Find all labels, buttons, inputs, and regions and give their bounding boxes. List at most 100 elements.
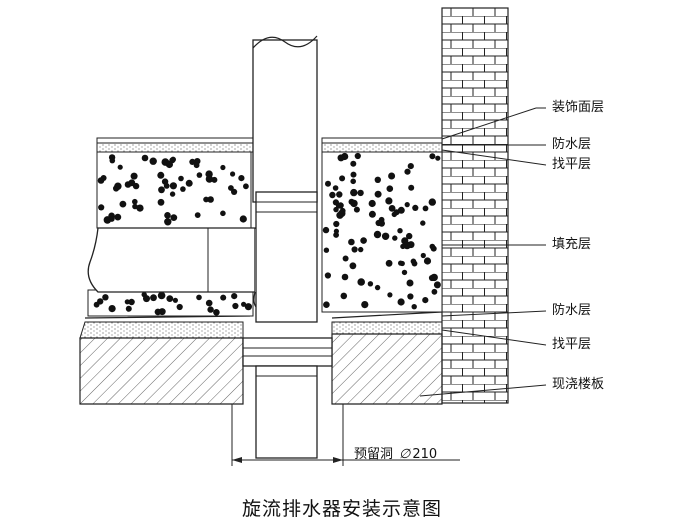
- leader-decor: [441, 107, 537, 140]
- dimension-value: 210: [412, 447, 438, 462]
- diameter-symbol: ∅: [399, 447, 411, 462]
- label-leveling-bottom: 找平层: [552, 337, 592, 352]
- aggregate-dot: [230, 171, 236, 177]
- aggregate-dot: [351, 246, 358, 253]
- aggregate-dot: [245, 304, 252, 311]
- diagram-caption: 旋流排水器安装示意图: [241, 498, 442, 520]
- aggregate-dot: [420, 252, 426, 259]
- aggregate-dot: [161, 178, 169, 185]
- aggregate-dot: [388, 172, 396, 180]
- aggregate-dot: [397, 298, 405, 306]
- concrete-slab: [79, 337, 244, 405]
- aggregate-dot: [423, 257, 432, 265]
- aggregate-dot: [170, 214, 178, 222]
- aggregate-dot: [128, 179, 136, 187]
- riser-pipe-break: [252, 35, 318, 49]
- aggregate-dot: [386, 185, 394, 192]
- aggregate-dot: [220, 294, 227, 301]
- aggregate-dot: [368, 199, 376, 208]
- aggregate-dot: [207, 196, 214, 203]
- aggregate-dot: [401, 269, 408, 276]
- aggregate-dot: [232, 302, 239, 310]
- aggregate-dot: [169, 191, 176, 197]
- leader-leveling-bottom: [441, 329, 547, 346]
- dimension-text: 预留洞: [354, 447, 394, 462]
- aggregate-dot: [113, 185, 120, 192]
- aggregate-dot: [358, 246, 364, 253]
- label-fill-layer: 填充层: [552, 237, 592, 252]
- aggregate-dot: [406, 279, 414, 287]
- top-leveling-layer-left: [96, 142, 254, 153]
- aggregate-dot: [361, 301, 369, 309]
- aggregate-dot: [108, 216, 115, 222]
- aggregate-dot: [164, 218, 172, 226]
- aggregate-dot: [429, 153, 436, 160]
- aggregate-dot: [207, 306, 214, 313]
- aggregate-dot: [119, 200, 127, 208]
- aggregate-dot: [220, 164, 226, 171]
- aggregate-dot: [404, 202, 410, 208]
- aggregate-dot: [149, 157, 157, 165]
- aggregate-dot: [243, 183, 249, 190]
- aggregate-dot: [124, 299, 130, 305]
- slab-sleeve: [242, 337, 333, 367]
- aggregate-dot: [241, 301, 247, 307]
- aggregate-dot: [125, 305, 132, 312]
- fill-aggregate-dots: [93, 152, 441, 316]
- fill-area-right: [321, 151, 443, 313]
- aggregate-dot: [398, 260, 404, 266]
- aggregate-dot: [339, 207, 346, 214]
- aggregate-dot: [401, 237, 409, 245]
- leader-leveling-top: [441, 149, 547, 166]
- aggregate-dot: [348, 238, 355, 246]
- aggregate-dot: [172, 297, 178, 303]
- aggregate-dot: [333, 228, 339, 234]
- aggregate-dot: [132, 203, 138, 210]
- aggregate-dot: [357, 189, 364, 197]
- aggregate-dot: [205, 299, 213, 307]
- aggregate-dot: [158, 186, 165, 194]
- aggregate-dot: [341, 273, 349, 281]
- aggregate-dot: [196, 172, 203, 178]
- horizontal-branch-pipe: [87, 227, 256, 293]
- aggregate-dot: [336, 191, 343, 198]
- aggregate-dot: [342, 255, 349, 262]
- aggregate-dot: [430, 273, 438, 282]
- aggregate-dot: [431, 288, 438, 295]
- aggregate-dot: [407, 293, 414, 300]
- riser-pipe-lower: [255, 365, 318, 459]
- aggregate-dot: [109, 157, 116, 164]
- aggregate-dot: [98, 204, 105, 211]
- aggregate-dot: [350, 188, 358, 197]
- aggregate-dot: [392, 235, 398, 241]
- brick-wall: [441, 7, 509, 404]
- aggregate-dot: [374, 284, 381, 291]
- aggregate-dot: [397, 228, 403, 234]
- aggregate-dot: [194, 212, 201, 219]
- aggregate-dot: [329, 191, 336, 199]
- top-decor-layer-right: [321, 137, 443, 144]
- aggregate-dot: [180, 186, 186, 192]
- aggregate-dot: [157, 198, 165, 206]
- aggregate-dot: [408, 184, 415, 191]
- concrete-slab-right: [331, 333, 443, 405]
- aggregate-dot: [143, 295, 150, 303]
- aggregate-dot: [404, 168, 411, 175]
- aggregate-dot: [166, 295, 174, 302]
- aggregate-dot: [374, 176, 381, 183]
- aggregate-dot: [387, 292, 393, 298]
- swirl-drain-body: [255, 191, 318, 323]
- aggregate-dot: [136, 204, 144, 212]
- aggregate-dot: [349, 262, 357, 270]
- bottom-leveling-layer-right: [331, 321, 443, 335]
- aggregate-dot: [357, 278, 366, 286]
- aggregate-dot: [325, 180, 331, 187]
- aggregate-dot: [333, 232, 339, 238]
- aggregate-dot: [360, 237, 367, 244]
- aggregate-dot: [428, 198, 436, 206]
- aggregate-dot: [354, 152, 361, 160]
- aggregate-dot: [108, 305, 116, 313]
- aggregate-dot: [340, 292, 348, 300]
- aggregate-dot: [93, 301, 100, 308]
